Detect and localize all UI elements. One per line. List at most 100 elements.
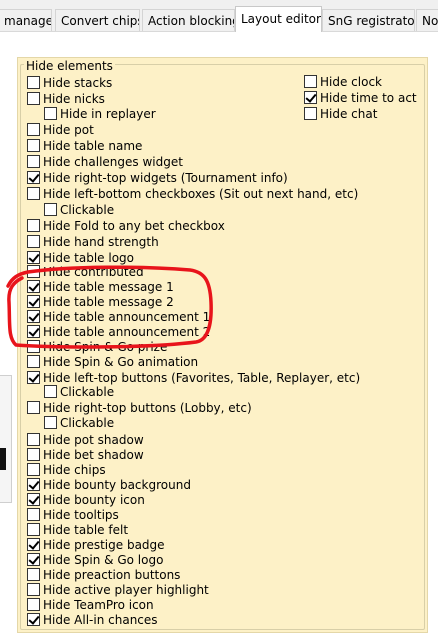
checkbox-unchecked-icon[interactable] [44, 416, 57, 429]
tab-label: Action blocking [148, 14, 235, 28]
checkbox-checked-icon[interactable] [304, 91, 317, 104]
tab-manager[interactable]: manager [0, 9, 52, 31]
checkbox-checked-icon[interactable] [27, 295, 40, 308]
checkbox-hide-table-announcement-2[interactable]: Hide table announcement 2 [27, 324, 210, 339]
checkbox-unchecked-icon[interactable] [44, 203, 57, 216]
checkbox-checked-icon[interactable] [27, 310, 40, 323]
checkbox-hide-left-bottom-checkboxes-sit-out-next-hand-etc[interactable]: Hide left-bottom checkboxes (Sit out nex… [27, 186, 358, 201]
checkbox-hide-hand-strength[interactable]: Hide hand strength [27, 234, 159, 249]
checkbox-hide-table-felt[interactable]: Hide table felt [27, 522, 128, 537]
checkbox-unchecked-icon[interactable] [27, 598, 40, 611]
checkbox-hide-fold-to-any-bet-checkbox[interactable]: Hide Fold to any bet checkbox [27, 218, 225, 233]
tab-action-blocking[interactable]: Action blocking [142, 9, 235, 31]
checkbox-hide-teampro-icon[interactable]: Hide TeamPro icon [27, 597, 154, 612]
checkbox-label: Hide chips [43, 462, 106, 477]
checkbox-unchecked-icon[interactable] [27, 355, 40, 368]
checkbox-label: Hide pot [43, 122, 94, 137]
checkbox-label: Hide table message 2 [43, 294, 174, 309]
checkbox-unchecked-icon[interactable] [27, 155, 40, 168]
checkbox-label: Hide TeamPro icon [43, 597, 154, 612]
checkbox-label: Hide left-bottom checkboxes (Sit out nex… [43, 186, 359, 201]
checkbox-hide-bet-shadow[interactable]: Hide bet shadow [27, 447, 144, 462]
checkbox-hide-stacks[interactable]: Hide stacks [27, 75, 112, 90]
checkbox-unchecked-icon[interactable] [27, 433, 40, 446]
tab-layout-editor[interactable]: Layout editor [235, 6, 322, 33]
checkbox-checked-icon[interactable] [27, 280, 40, 293]
checkbox-unchecked-icon[interactable] [27, 583, 40, 596]
checkbox-hide-in-replayer[interactable]: Hide in replayer [44, 106, 156, 121]
checkbox-checked-icon[interactable] [27, 478, 40, 491]
checkbox-hide-right-top-widgets-tournament-info[interactable]: Hide right-top widgets (Tournament info) [27, 170, 288, 185]
checkbox-hide-time-to-act[interactable]: Hide time to act [304, 90, 417, 105]
checkbox-unchecked-icon[interactable] [27, 76, 40, 89]
checkbox-label: Hide table message 1 [43, 279, 174, 294]
checkbox-unchecked-icon[interactable] [27, 92, 40, 105]
checkbox-clickable[interactable]: Clickable [44, 384, 114, 399]
checkbox-unchecked-icon[interactable] [27, 463, 40, 476]
checkbox-hide-tooltips[interactable]: Hide tooltips [27, 507, 119, 522]
checkbox-checked-icon[interactable] [27, 538, 40, 551]
checkbox-hide-table-logo[interactable]: Hide table logo [27, 250, 134, 265]
checkbox-hide-all-in-chances[interactable]: Hide All-in chances [27, 612, 158, 627]
checkbox-hide-contributed[interactable]: Hide contributed [27, 264, 144, 279]
checkbox-unchecked-icon[interactable] [304, 75, 317, 88]
checkbox-unchecked-icon[interactable] [27, 123, 40, 136]
checkbox-unchecked-icon[interactable] [44, 107, 57, 120]
tab-convert-chips[interactable]: Convert chips [55, 9, 140, 31]
checkbox-unchecked-icon[interactable] [44, 385, 57, 398]
checkbox-hide-prestige-badge[interactable]: Hide prestige badge [27, 537, 165, 552]
checkbox-hide-spin-and-go-prize[interactable]: Hide Spin & Go prize [27, 339, 167, 354]
checkbox-unchecked-icon[interactable] [27, 523, 40, 536]
checkbox-checked-icon[interactable] [27, 251, 40, 264]
checkbox-unchecked-icon[interactable] [27, 235, 40, 248]
checkbox-hide-nicks[interactable]: Hide nicks [27, 91, 105, 106]
checkbox-checked-icon[interactable] [27, 171, 40, 184]
checkbox-hide-bounty-icon[interactable]: Hide bounty icon [27, 492, 145, 507]
checkbox-unchecked-icon[interactable] [304, 107, 317, 120]
checkbox-unchecked-icon[interactable] [27, 139, 40, 152]
checkbox-hide-pot-shadow[interactable]: Hide pot shadow [27, 432, 144, 447]
checkbox-hide-table-name[interactable]: Hide table name [27, 138, 142, 153]
checkbox-clickable[interactable]: Clickable [44, 202, 114, 217]
checkbox-unchecked-icon[interactable] [27, 187, 40, 200]
checkbox-label: Hide preaction buttons [43, 567, 181, 582]
checkbox-hide-bounty-background[interactable]: Hide bounty background [27, 477, 191, 492]
tab-label: Layout editor [241, 12, 321, 26]
checkbox-label: Clickable [60, 415, 115, 430]
checkbox-checked-icon[interactable] [27, 325, 40, 338]
checkbox-hide-right-top-buttons-lobby-etc[interactable]: Hide right-top buttons (Lobby, etc) [27, 400, 252, 415]
checkbox-label: Hide Spin & Go logo [43, 552, 164, 567]
checkbox-label: Hide left-top buttons (Favorites, Table,… [43, 370, 361, 385]
checkbox-checked-icon[interactable] [27, 493, 40, 506]
checkbox-unchecked-icon[interactable] [27, 568, 40, 581]
checkbox-hide-chips[interactable]: Hide chips [27, 462, 106, 477]
checkbox-hide-clock[interactable]: Hide clock [304, 74, 382, 89]
checkbox-hide-pot[interactable]: Hide pot [27, 122, 94, 137]
checkbox-hide-table-message-2[interactable]: Hide table message 2 [27, 294, 174, 309]
checkbox-hide-spin-and-go-logo[interactable]: Hide Spin & Go logo [27, 552, 163, 567]
checkbox-hide-spin-and-go-animation[interactable]: Hide Spin & Go animation [27, 354, 198, 369]
checkbox-hide-table-message-1[interactable]: Hide table message 1 [27, 279, 174, 294]
checkbox-hide-active-player-highlight[interactable]: Hide active player highlight [27, 582, 209, 597]
checkbox-clickable[interactable]: Clickable [44, 415, 114, 430]
checkbox-unchecked-icon[interactable] [27, 401, 40, 414]
checkbox-label: Hide active player highlight [43, 582, 209, 597]
checkbox-unchecked-icon[interactable] [27, 265, 40, 278]
checkbox-label: Hide table logo [43, 250, 135, 265]
checkbox-hide-preaction-buttons[interactable]: Hide preaction buttons [27, 567, 180, 582]
checkbox-checked-icon[interactable] [27, 371, 40, 384]
tab-notes[interactable]: Not [416, 9, 438, 31]
checkbox-hide-challenges-widget[interactable]: Hide challenges widget [27, 154, 183, 169]
checkbox-hide-chat[interactable]: Hide chat [304, 106, 377, 121]
checkbox-unchecked-icon[interactable] [27, 508, 40, 521]
checkbox-hide-left-top-buttons-favorites-table-replayer-etc[interactable]: Hide left-top buttons (Favorites, Table,… [27, 370, 360, 385]
checkbox-label: Hide table name [43, 138, 143, 153]
checkbox-label: Hide Spin & Go animation [43, 354, 199, 369]
checkbox-checked-icon[interactable] [27, 613, 40, 626]
checkbox-unchecked-icon[interactable] [27, 340, 40, 353]
checkbox-checked-icon[interactable] [27, 553, 40, 566]
checkbox-hide-table-announcement-1[interactable]: Hide table announcement 1 [27, 309, 210, 324]
checkbox-unchecked-icon[interactable] [27, 448, 40, 461]
tab-sng-registrator[interactable]: SnG registrator [322, 9, 415, 31]
checkbox-unchecked-icon[interactable] [27, 219, 40, 232]
